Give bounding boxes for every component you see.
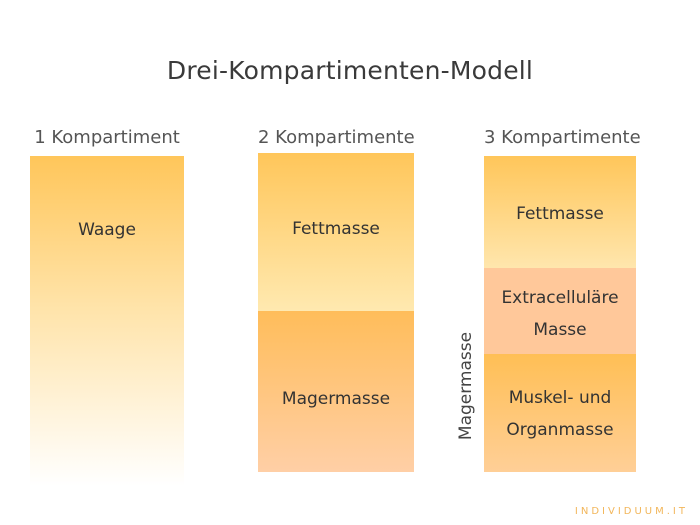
- compartment-label-line-2: Masse: [533, 320, 587, 340]
- compartment-extracellulaere-masse: Extracelluläre Masse: [484, 268, 636, 354]
- compartment-label: Waage: [78, 220, 136, 240]
- compartment-muskel-organmasse: Muskel- und Organmasse: [484, 354, 636, 472]
- compartment-fettmasse-3: Fettmasse: [484, 156, 636, 268]
- column-heading-3: 3 Kompartimente: [484, 127, 641, 148]
- compartment-label: Magermasse: [281, 389, 391, 409]
- compartment-label-line-2: Organmasse: [506, 420, 614, 440]
- compartment-waage: Waage: [30, 156, 184, 486]
- compartment-label-line-1: Extracelluläre: [501, 288, 619, 308]
- compartment-fettmasse-2: Fettmasse: [258, 153, 414, 311]
- column-heading-2: 2 Kompartimente: [258, 127, 415, 148]
- diagram-title: Drei-Kompartimenten-Modell: [166, 56, 534, 85]
- magermasse-side-label: Magermasse: [456, 331, 476, 441]
- compartment-magermasse-2: Magermasse: [258, 311, 414, 472]
- compartment-label: Fettmasse: [516, 204, 604, 224]
- compartment-label-line-1: Muskel- und: [508, 388, 612, 408]
- compartment-label: Fettmasse: [292, 219, 380, 239]
- column-heading-1: 1 Kompartiment: [34, 127, 180, 148]
- brand-watermark[interactable]: INDIVIDUUM.IT: [574, 506, 688, 517]
